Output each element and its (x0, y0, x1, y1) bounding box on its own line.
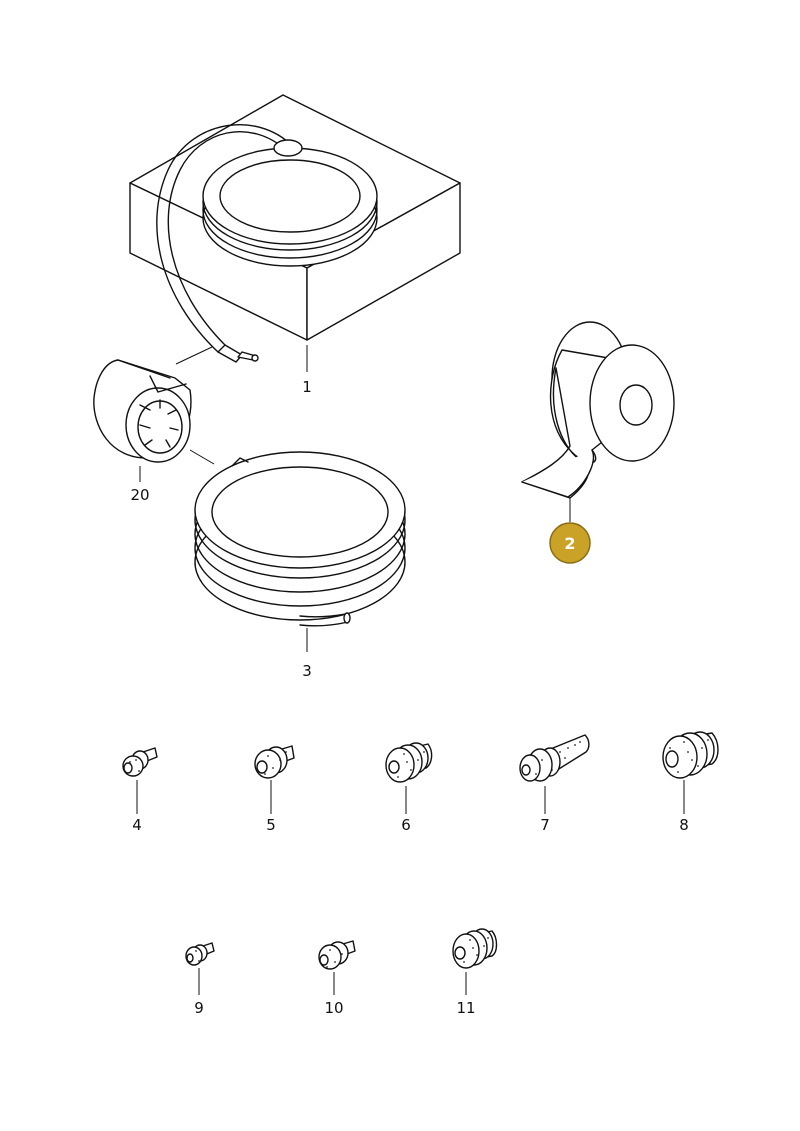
label-part-6: 6 (401, 816, 411, 834)
single-wire-seal-icon[interactable] (185, 942, 215, 966)
single-wire-seal-icon[interactable] (385, 742, 433, 783)
label-part-8: 8 (679, 816, 689, 834)
highlight-badge-part-2[interactable]: 2 (549, 522, 591, 564)
single-wire-seal-icon[interactable] (254, 745, 295, 779)
badge-circle (549, 522, 591, 564)
label-part-11: 11 (456, 999, 475, 1017)
cable-coil-icon[interactable] (194, 451, 406, 627)
clip-ring-icon[interactable] (93, 346, 215, 465)
label-part-4: 4 (132, 816, 142, 834)
single-wire-seal-icon[interactable] (318, 940, 356, 970)
label-part-5: 5 (266, 816, 276, 834)
tape-roll-icon[interactable] (521, 321, 675, 499)
single-wire-seal-icon[interactable] (662, 731, 719, 779)
label-part-10: 10 (324, 999, 343, 1017)
label-part-1: 1 (302, 378, 312, 396)
single-wire-seal-icon[interactable] (122, 747, 158, 777)
label-part-7: 7 (540, 816, 550, 834)
label-part-3: 3 (302, 662, 312, 680)
single-wire-seal-icon[interactable] (519, 734, 590, 782)
boxed-cable-coil-icon[interactable] (129, 94, 461, 363)
label-part-2: 2 (564, 534, 575, 553)
single-wire-seal-icon[interactable] (452, 928, 498, 969)
label-part-9: 9 (194, 999, 204, 1017)
label-part-20: 20 (130, 486, 149, 504)
